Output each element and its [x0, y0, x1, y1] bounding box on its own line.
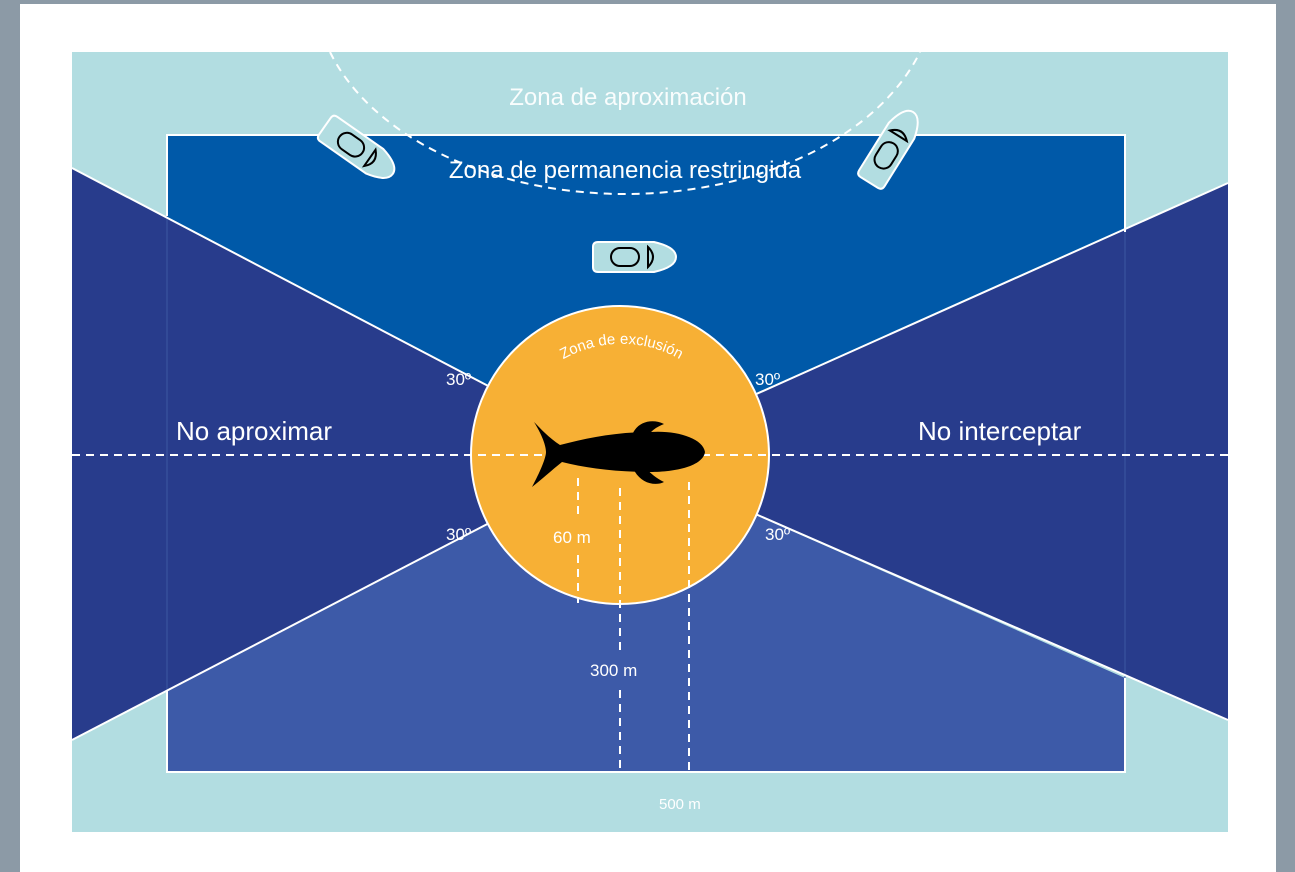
no-approach-label: No aproximar	[176, 416, 332, 446]
angle-label-bottom-left: 30º	[446, 525, 471, 544]
rear-wedge-inner	[167, 455, 1125, 772]
boat-path	[329, 51, 921, 196]
restricted-zone-label: Zona de permanencia restringida	[449, 157, 802, 184]
angle-label-top-left: 30º	[446, 370, 471, 389]
whale-watching-zones-diagram: Zona de aproximación Zona de permanencia…	[71, 51, 1229, 832]
right-wedge	[620, 183, 1228, 720]
distance-label-60m: 60 m	[553, 528, 591, 547]
boat-icon	[592, 241, 678, 273]
approach-zone-label: Zona de aproximación	[509, 84, 746, 111]
angle-label-top-right: 30º	[755, 370, 780, 389]
whale-icon	[532, 421, 705, 487]
angle-label-bottom-right: 30º	[765, 525, 790, 544]
distance-label-300m: 300 m	[590, 661, 637, 680]
boat-icon	[857, 109, 919, 190]
no-intercept-label: No interceptar	[918, 416, 1082, 446]
distance-label-500m: 500 m	[659, 796, 701, 813]
distance-markers	[577, 478, 690, 772]
boat-icon	[316, 114, 396, 179]
diagram-frame: Zona de aproximación Zona de permanencia…	[20, 4, 1276, 872]
